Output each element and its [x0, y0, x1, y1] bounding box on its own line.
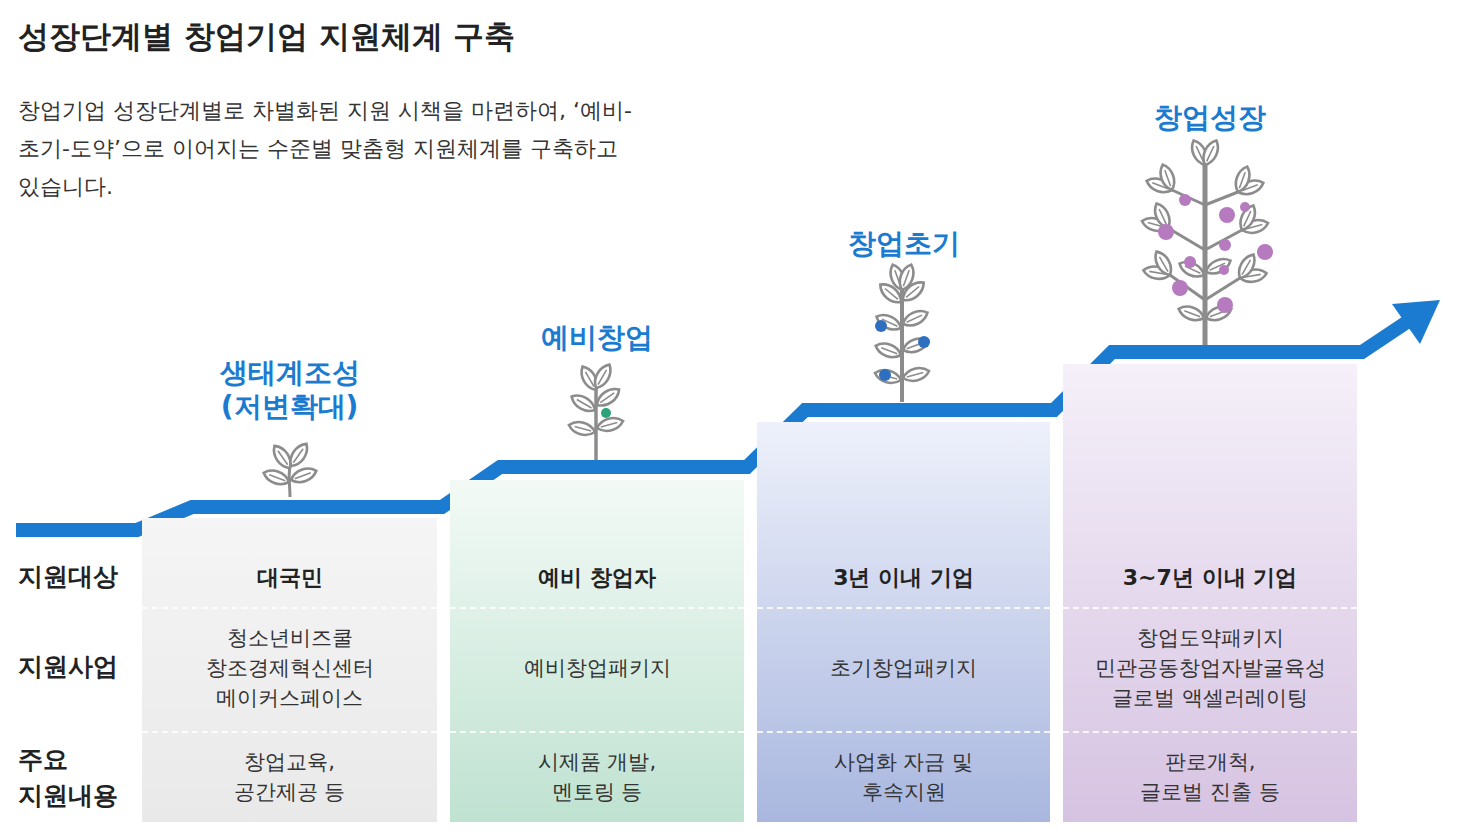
program-text: 초기창업패키지	[830, 653, 977, 683]
stage-heading: 창업성장	[1154, 101, 1266, 135]
stage-panel: 창업성장3~7년 이내 기업창업도약패키지 민관공동창업자발굴육성 글로벌 액셀…	[1063, 364, 1357, 822]
description-text: 창업기업 성장단계별로 차별화된 지원 시책을 마련하여, ‘예비-초기-도약’…	[18, 92, 658, 206]
sprout-icon	[262, 440, 319, 497]
row-divider	[757, 731, 1050, 733]
row-divider	[1063, 731, 1357, 733]
row-divider	[142, 731, 437, 733]
row-divider	[142, 607, 437, 609]
row-label: 지원대상	[18, 560, 118, 594]
content-text: 창업교육, 공간제공 등	[220, 747, 360, 807]
content-text: 사업화 자금 및 후속지원	[816, 747, 991, 807]
stage-heading: 예비창업	[541, 321, 653, 355]
program-text: 청소년비즈쿨 창조경제혁신센터 메이커스페이스	[190, 623, 390, 713]
target-text: 대국민	[257, 563, 323, 593]
medium-tree-icon	[873, 263, 930, 402]
diagram-title: 성장단계별 창업기업 지원체계 구축	[18, 16, 515, 58]
row-divider	[1063, 607, 1357, 609]
target-text: 3~7년 이내 기업	[1123, 563, 1297, 593]
stage-panel: 생태계조성 (저변확대)대국민청소년비즈쿨 창조경제혁신센터 메이커스페이스창업…	[142, 518, 437, 822]
target-text: 3년 이내 기업	[833, 563, 974, 593]
row-label: 주요 지원내용	[18, 742, 130, 814]
row-divider	[757, 607, 1050, 609]
program-text: 예비창업패키지	[524, 653, 671, 683]
row-divider	[450, 731, 744, 733]
program-text: 창업도약패키지 민관공동창업자발굴육성 글로벌 액셀러레이팅	[1082, 623, 1338, 713]
big-tree-icon	[1140, 138, 1273, 345]
stage-heading: 창업초기	[848, 227, 960, 261]
stage-heading: 생태계조성 (저변확대)	[205, 356, 375, 424]
row-divider	[450, 607, 744, 609]
row-label: 지원사업	[18, 650, 118, 684]
small-tree-icon	[567, 362, 624, 460]
content-text: 판로개척, 글로벌 진출 등	[1133, 747, 1288, 807]
stage-panel: 창업초기3년 이내 기업초기창업패키지사업화 자금 및 후속지원	[757, 422, 1050, 822]
content-text: 시제품 개발, 멘토링 등	[520, 747, 675, 807]
stage-panel: 예비창업예비 창업자예비창업패키지시제품 개발, 멘토링 등	[450, 480, 744, 822]
target-text: 예비 창업자	[538, 563, 656, 593]
growth-arrowhead	[1392, 300, 1440, 344]
